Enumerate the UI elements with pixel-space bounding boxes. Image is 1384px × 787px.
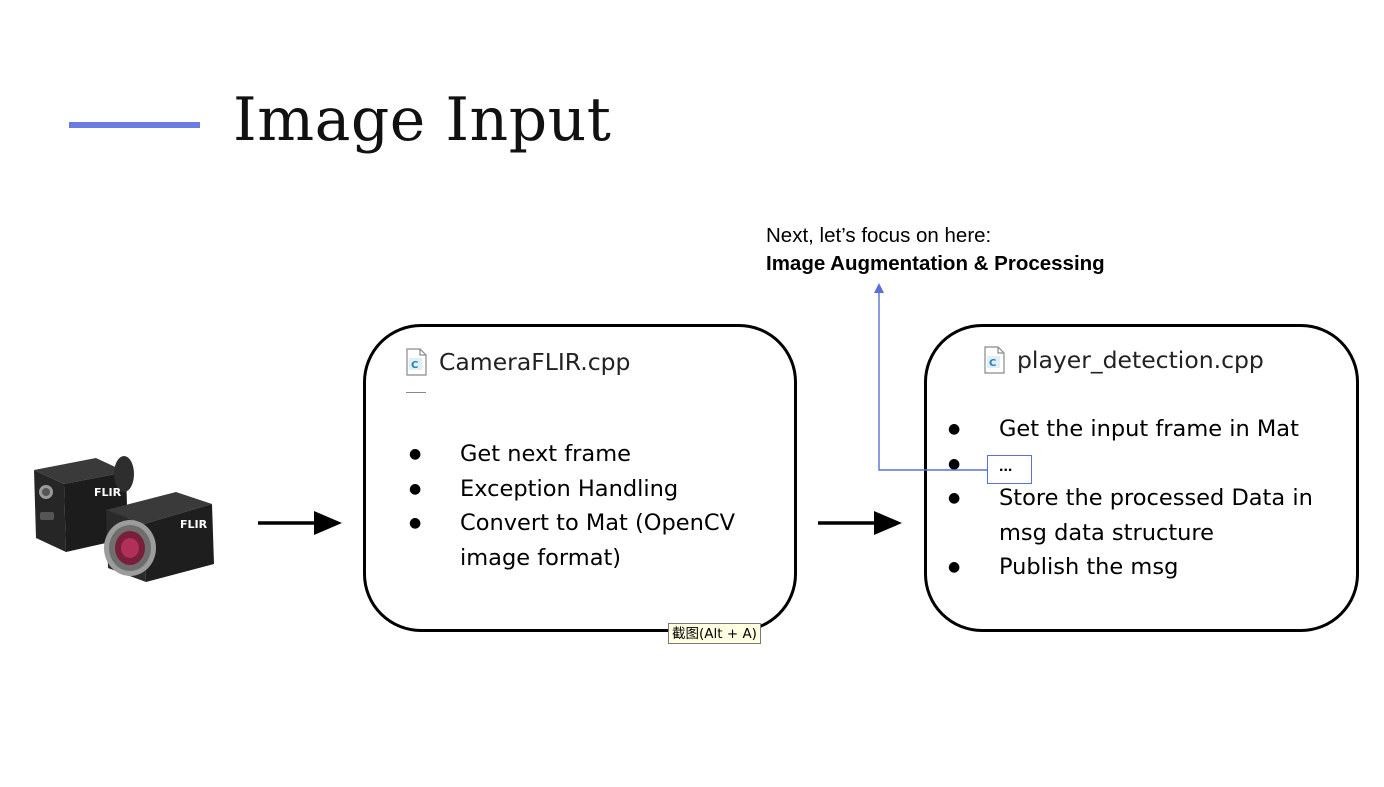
title-accent-rule (69, 122, 200, 128)
divider (406, 392, 426, 393)
detection-filename: player_detection.cpp (1017, 346, 1264, 374)
camera-filename: CameraFLIR.cpp (439, 348, 631, 376)
focus-note-line1: Next, let’s focus on here: (766, 224, 992, 247)
camera-front-icon: FLIR (104, 492, 214, 582)
focus-note: Next, let’s focus on here: Image Augment… (766, 222, 1105, 278)
svg-text:C: C (411, 360, 418, 371)
svg-text:C: C (989, 358, 996, 369)
camera-front-logo: FLIR (180, 518, 208, 531)
placeholder-step-highlight: ... (987, 455, 1032, 484)
cpp-file-icon: C (406, 348, 427, 376)
list-item: Convert to Mat (OpenCV image format) (409, 506, 779, 575)
flir-camera-image: FLIR FLIR (34, 456, 214, 582)
camera-steps-list: Get next frame Exception Handling Conver… (409, 437, 779, 575)
camera-file-header: C CameraFLIR.cpp (406, 348, 630, 376)
focus-note-line2: Image Augmentation & Processing (766, 252, 1105, 275)
list-item: Get the input frame in Mat (948, 412, 1353, 447)
slide-title: Image Input (233, 85, 612, 155)
detection-file-header: C player_detection.cpp (984, 346, 1264, 374)
screenshot-tooltip: 截图(Alt + A) (668, 623, 761, 644)
list-item: Get next frame (409, 437, 779, 472)
detection-steps-list: Get the input frame in Mat Store the pro… (948, 412, 1353, 585)
cpp-file-icon: C (984, 346, 1005, 374)
list-item: Publish the msg (948, 550, 1353, 585)
list-item: Exception Handling (409, 472, 779, 507)
camera-back-logo: FLIR (94, 486, 122, 499)
arrow-box1-to-box2 (818, 511, 902, 535)
arrow-camera-to-box1 (258, 511, 342, 535)
list-item: Store the processed Data in msg data str… (948, 481, 1353, 550)
